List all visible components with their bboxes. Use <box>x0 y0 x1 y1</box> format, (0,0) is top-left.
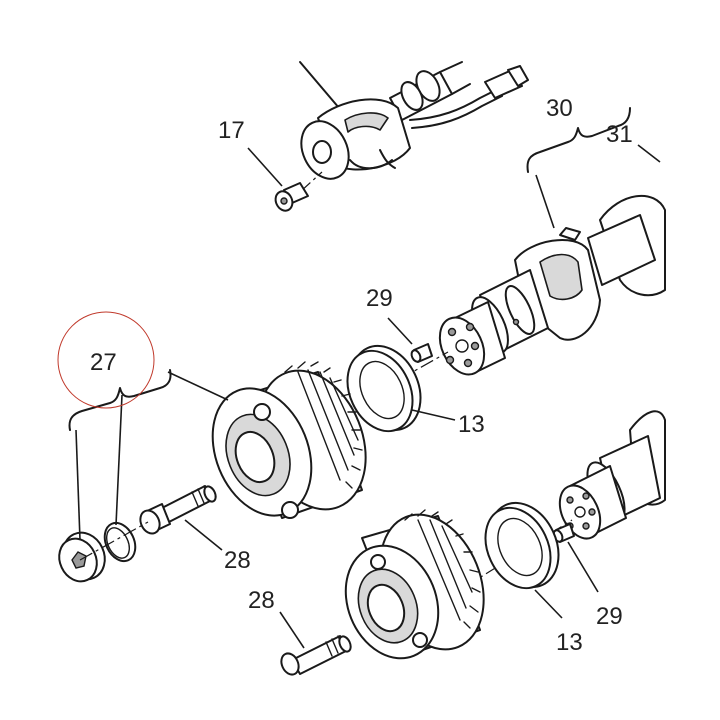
callout-17: 17 <box>218 117 245 144</box>
highlight-circle <box>57 311 155 409</box>
pin-29-upper <box>410 343 433 363</box>
bolt-28-lower <box>280 635 352 676</box>
upper-camshaft <box>438 194 666 376</box>
upper-sprocket <box>211 361 367 519</box>
solenoid-valve <box>299 61 529 180</box>
callout-28-upper: 28 <box>224 547 251 574</box>
lower-sprocket <box>344 509 485 660</box>
callout-29-upper: 29 <box>366 285 393 312</box>
bracket-27 <box>68 369 172 431</box>
washer-27 <box>58 531 106 583</box>
bracket-30 <box>526 107 631 173</box>
callout-29-lower: 29 <box>596 603 623 630</box>
callout-13-upper: 13 <box>458 411 485 438</box>
bolt-17 <box>274 182 309 212</box>
callout-31: 31 <box>606 121 633 148</box>
seal-13-upper <box>346 344 422 433</box>
callout-13-lower: 13 <box>556 629 583 656</box>
callout-27: 27 <box>90 349 117 376</box>
seal-13-lower <box>484 501 560 590</box>
o-ring-27 <box>103 521 137 563</box>
callout-28-lower: 28 <box>248 587 275 614</box>
callout-30: 30 <box>546 95 573 122</box>
bolt-28-upper <box>139 485 217 535</box>
lower-camshaft <box>558 410 666 540</box>
